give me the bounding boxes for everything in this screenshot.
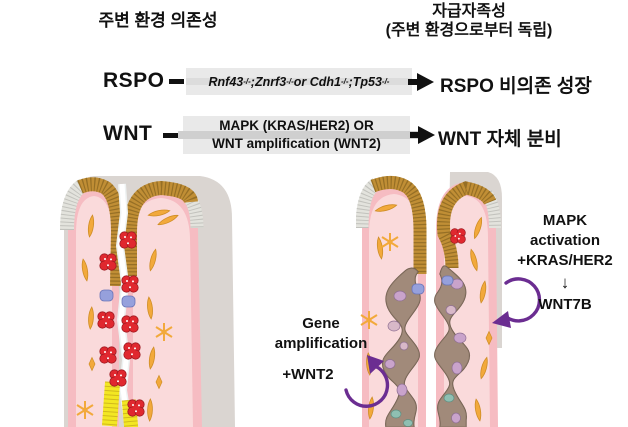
rspo-arrow-shaft-band — [186, 78, 412, 85]
rspo-connector-dash — [169, 79, 184, 84]
goblet-cells-blue — [411, 275, 454, 295]
wnt-result-emphasis: WNT — [438, 129, 482, 150]
left-column-title: 주변 환경 의존성 — [98, 11, 218, 30]
wnt-condition-line1: MAPK (KRAS/HER2) OR — [219, 118, 374, 133]
mapk-activation-annotation: MAPK activation +KRAS/HER2 ↓ WNT7B — [502, 211, 628, 315]
wnt-result-text: WNT 자체 분비 — [438, 124, 562, 151]
mapk-line1: MAPK — [542, 212, 588, 229]
wnt-result-rest: 자체 분비 — [481, 129, 562, 150]
gene-amplification-line2: amplification — [274, 335, 368, 352]
right-title-line1: 자급자족성 — [432, 3, 506, 20]
right-title-line2: (주변 환경으로부터 독립) — [385, 22, 553, 39]
tumor-cell-blobs — [384, 278, 467, 427]
rspo-result-emphasis: RSPO — [440, 76, 494, 97]
right-column-title: 자급자족성 (주변 환경으로부터 독립) — [338, 2, 600, 40]
transformed-crypt-illustration — [356, 172, 502, 427]
wnt-condition-text: MAPK (KRAS/HER2) OR WNT amplification (W… — [183, 116, 410, 154]
rspo-result-text: RSPO 비의존 성장 — [440, 71, 592, 98]
rspo-arrow-icon — [408, 79, 418, 85]
wnt-connector-dash — [163, 133, 178, 138]
stroma-pink — [68, 182, 202, 427]
epithelium-brown — [77, 177, 198, 287]
wnt7b-label: WNT7B — [538, 296, 592, 313]
wnt-arrowhead-icon — [418, 126, 435, 144]
down-arrow-icon: ↓ — [560, 273, 570, 292]
wnt-arrow-icon — [410, 132, 420, 138]
stroma-pink — [362, 180, 498, 427]
gene-amplification-line1: Gene — [302, 315, 340, 332]
wnt-arrow-shaft-band — [178, 131, 418, 139]
rspo-label: RSPO — [103, 69, 165, 92]
gene-amplification-annotation: Gene amplification +WNT2 — [256, 314, 386, 385]
epithelium-brown — [370, 176, 497, 274]
wnt-condition-line2: WNT amplification (WNT2) — [212, 136, 381, 151]
wnt2-label: +WNT2 — [282, 366, 334, 383]
rspo-arrowhead-icon — [417, 73, 434, 91]
rspo-result-rest: 비의존 성장 — [493, 76, 592, 97]
mapk-line2: activation — [529, 232, 601, 249]
kras-her2-label: +KRAS/HER2 — [517, 252, 613, 269]
rspo-genotype-text: Rnf43-/-;Znrf3-/- or Cdh1-/-;Tp53-/- — [208, 74, 390, 89]
wnt-label: WNT — [103, 122, 153, 145]
paneth-cell-red — [450, 228, 466, 244]
normal-crypt-illustration — [60, 176, 235, 427]
